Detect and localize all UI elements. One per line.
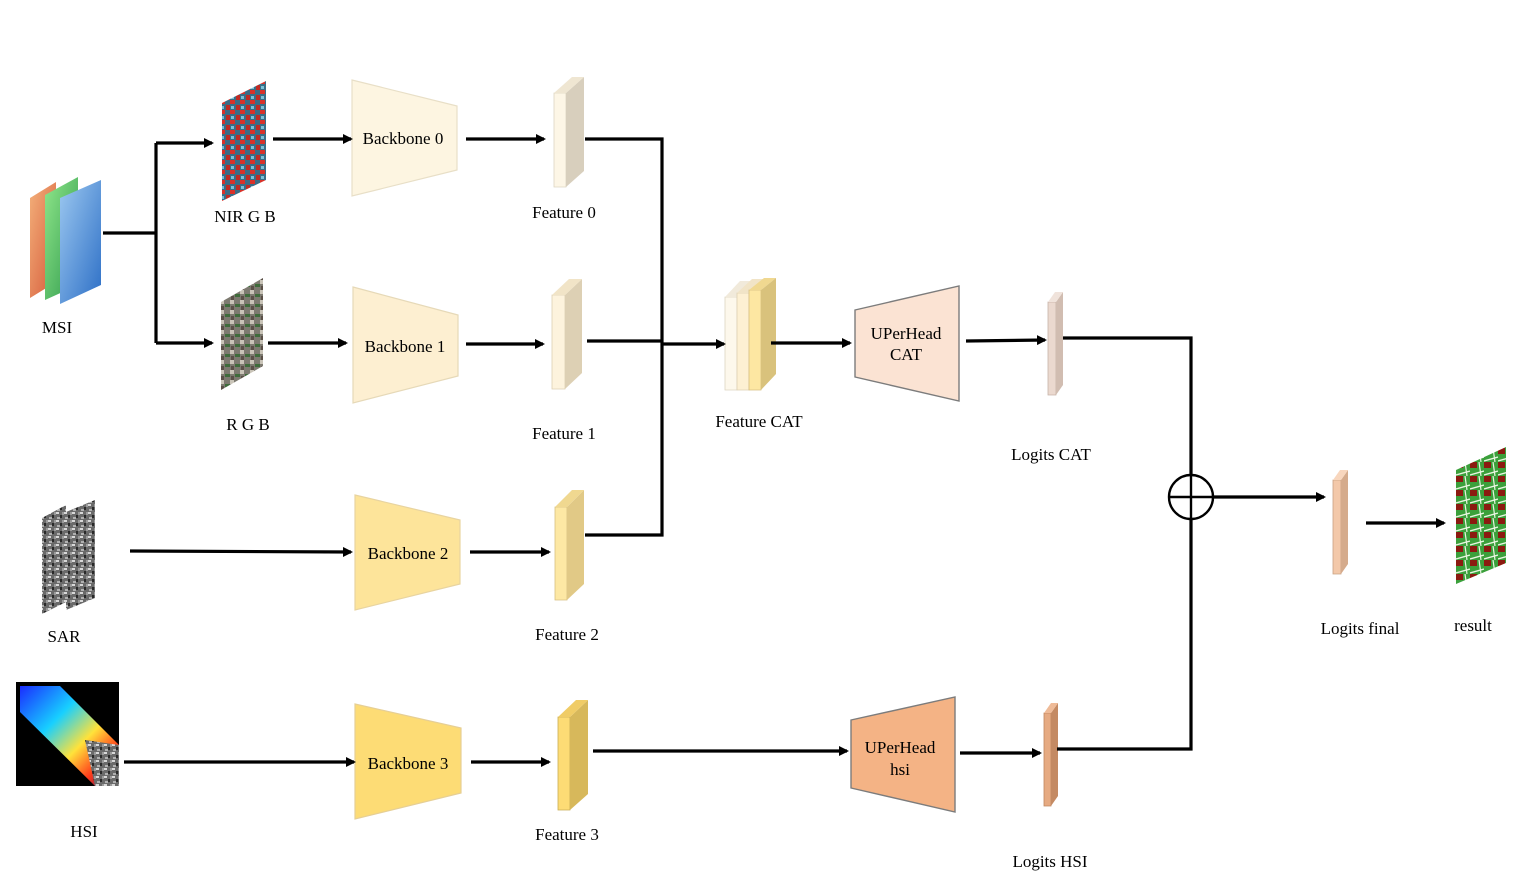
arrow-sar-to-backbone2 <box>129 546 353 557</box>
msi-label: MSI <box>42 318 73 337</box>
sar-image-icon <box>42 500 95 614</box>
feature-cat-label: Feature CAT <box>715 412 803 431</box>
logits-final-slab <box>1332 470 1348 575</box>
feature-2-label: Feature 2 <box>535 625 599 644</box>
feature-3-slab <box>557 700 588 811</box>
backbone-0: Backbone 0 <box>351 79 458 197</box>
hsi-cube-icon <box>16 682 119 786</box>
result-map-icon <box>1456 447 1506 584</box>
logits-hsi-label: Logits HSI <box>1012 852 1087 871</box>
uperhead-hsi-label-line2: hsi <box>890 760 910 779</box>
uperhead-hsi-label-line1: UPerHead <box>865 738 936 757</box>
logits-hsi-slab <box>1043 703 1058 807</box>
sum-operator-icon <box>1167 473 1215 521</box>
backbone-0-label: Backbone 0 <box>363 129 444 148</box>
connections <box>103 134 1446 767</box>
nir-gb-label: NIR G B <box>214 207 275 226</box>
uperhead-cat-label-line1: UPerHead <box>871 324 942 343</box>
arrow-uperhead-cat-to-logits <box>965 335 1047 346</box>
uperhead-hsi: UPerHead hsi <box>850 696 956 813</box>
feature-3-label: Feature 3 <box>535 825 599 844</box>
backbone-3-label: Backbone 3 <box>368 754 449 773</box>
backbone-1: Backbone 1 <box>352 286 459 404</box>
backbone-2: Backbone 2 <box>354 494 461 611</box>
hsi-label: HSI <box>70 822 98 841</box>
msi-split-wire <box>103 143 158 343</box>
feature-merge-wire <box>585 137 664 537</box>
uperhead-cat: UPerHead CAT <box>854 285 960 402</box>
logits-cat-label: Logits CAT <box>1011 445 1091 464</box>
feature-2-slab <box>554 490 584 601</box>
rgb-image-icon <box>221 278 263 390</box>
backbone-3: Backbone 3 <box>354 703 462 820</box>
feature-1-slab <box>551 279 582 390</box>
feature-1-label: Feature 1 <box>532 424 596 443</box>
feature-0-label: Feature 0 <box>532 203 596 222</box>
labels: MSI NIR G B R G B SAR HSI Feature 0 Feat… <box>42 203 1492 871</box>
nir-gb-image-icon <box>222 81 266 201</box>
feature-0-slab <box>553 77 584 188</box>
uperhead-cat-label-line2: CAT <box>890 345 923 364</box>
rgb-label: R G B <box>226 415 269 434</box>
backbone-2-label: Backbone 2 <box>368 544 449 563</box>
result-label: result <box>1454 616 1492 635</box>
logits-final-label: Logits final <box>1321 619 1400 638</box>
sar-label: SAR <box>47 627 81 646</box>
logits-merge-wire <box>1057 336 1193 751</box>
backbone-1-label: Backbone 1 <box>365 337 446 356</box>
feature-cat-stack <box>724 278 776 391</box>
msi-stack-icon <box>30 177 101 304</box>
logits-cat-slab <box>1047 292 1063 396</box>
